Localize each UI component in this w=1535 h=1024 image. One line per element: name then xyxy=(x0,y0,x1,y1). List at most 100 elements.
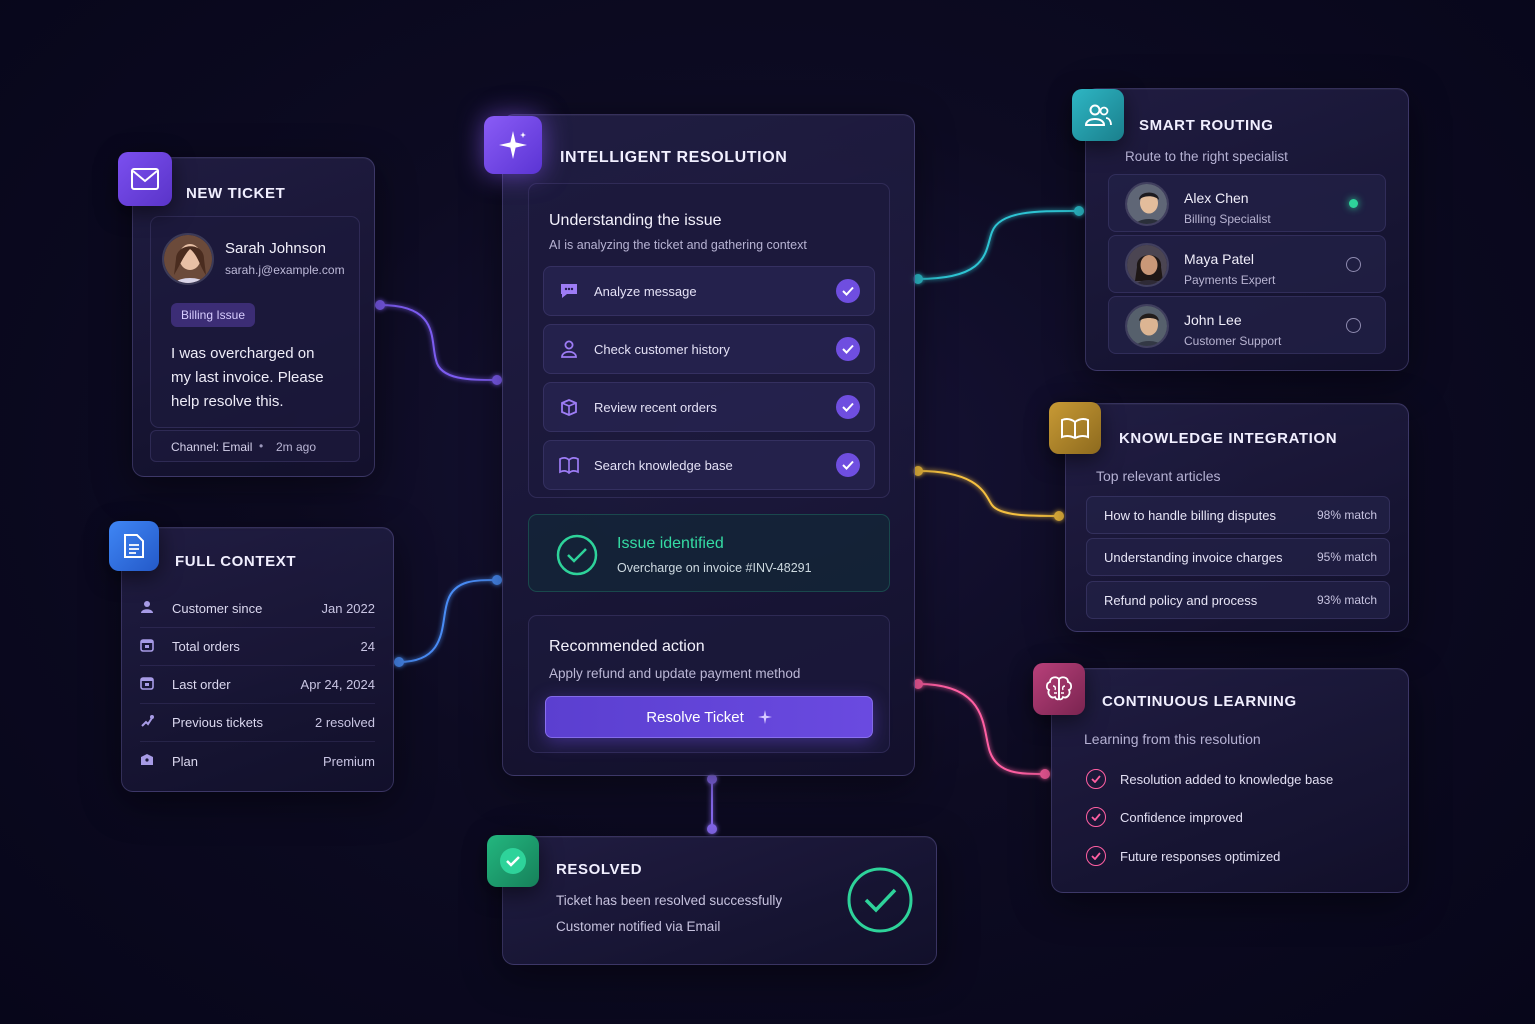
specialist-name: Alex Chen xyxy=(1184,190,1249,206)
resolve-ticket-button[interactable]: Resolve Ticket xyxy=(545,696,873,738)
article-title: Refund policy and process xyxy=(1104,592,1258,608)
specialist-name: Maya Patel xyxy=(1184,251,1255,267)
article-item[interactable]: Refund policy and process 93% match xyxy=(1086,581,1390,619)
check-circle-icon xyxy=(1086,769,1106,789)
wire-node xyxy=(492,575,502,585)
brain-icon xyxy=(1033,663,1085,715)
context-label: Total orders xyxy=(172,639,240,654)
wire-node xyxy=(1054,511,1064,521)
article-item[interactable]: Understanding invoice charges 95% match xyxy=(1086,538,1390,576)
new-ticket-card: NEW TICKET Sarah Johnson sarah.j@example… xyxy=(132,157,375,477)
knowledge-subtitle: Top relevant articles xyxy=(1096,468,1221,484)
article-title: Understanding invoice charges xyxy=(1104,549,1283,565)
box-icon xyxy=(558,396,580,418)
context-value: 2 resolved xyxy=(315,715,375,730)
specialist-role: Payments Expert xyxy=(1184,273,1276,287)
specialist-alex-chen[interactable]: Alex Chen Billing Specialist xyxy=(1108,174,1386,232)
context-row: Plan Premium xyxy=(140,742,375,780)
smart-routing-card: SMART ROUTING Route to the right special… xyxy=(1085,88,1409,371)
billing-issue-tag[interactable]: Billing Issue xyxy=(171,303,256,327)
user-icon xyxy=(558,338,580,360)
learning-item-label: Confidence improved xyxy=(1120,809,1243,825)
resolved-line: Ticket has been resolved successfully xyxy=(556,893,783,908)
step-label: Search knowledge base xyxy=(594,457,733,473)
ticket-time: 2m ago xyxy=(276,440,317,454)
customer-name: Sarah Johnson xyxy=(225,240,326,257)
resolved-check-icon xyxy=(847,867,913,933)
wire-node xyxy=(913,679,923,689)
context-value: Jan 2022 xyxy=(321,601,376,616)
step-label: Analyze message xyxy=(594,283,697,299)
learning-subtitle: Learning from this resolution xyxy=(1084,731,1261,747)
learning-title: CONTINUOUS LEARNING xyxy=(1102,693,1297,710)
specialist-role: Billing Specialist xyxy=(1184,212,1271,226)
context-row: Previous tickets 2 resolved xyxy=(140,704,375,742)
resolved-title: RESOLVED xyxy=(556,861,643,878)
chat-icon xyxy=(558,280,580,302)
radio-button[interactable] xyxy=(1346,318,1361,333)
sparkle-icon xyxy=(757,710,772,724)
intelligent-resolution-card: INTELLIGENT RESOLUTION Understanding the… xyxy=(502,114,915,776)
resolution-title: INTELLIGENT RESOLUTION xyxy=(560,149,788,166)
context-row: Customer since Jan 2022 xyxy=(140,590,375,628)
learning-item: Resolution added to knowledge base xyxy=(1086,769,1333,789)
open-book-icon xyxy=(1049,402,1101,454)
specialist-maya-patel[interactable]: Maya Patel Payments Expert xyxy=(1108,235,1386,293)
step-check-history: Check customer history xyxy=(543,324,875,374)
selected-indicator[interactable] xyxy=(1346,196,1361,211)
context-label: Previous tickets xyxy=(172,715,264,730)
routing-subtitle: Route to the right specialist xyxy=(1125,149,1288,164)
full-context-title: FULL CONTEXT xyxy=(175,553,297,570)
context-value: Premium xyxy=(322,753,375,769)
context-row: Total orders 24 xyxy=(140,628,375,666)
ticket-message-line: my last invoice. Please xyxy=(171,369,324,386)
learning-item-label: Resolution added to knowledge base xyxy=(1120,771,1334,787)
specialist-role: Customer Support xyxy=(1184,334,1282,348)
meta-separator: • xyxy=(259,439,264,453)
article-match: 98% match xyxy=(1316,508,1377,522)
new-ticket-title: NEW TICKET xyxy=(186,185,286,202)
learning-item: Future responses optimized xyxy=(1086,846,1280,866)
circle-check-icon xyxy=(556,534,598,576)
check-circle-icon xyxy=(1086,846,1106,866)
context-label: Customer since xyxy=(172,601,263,616)
specialist-john-lee[interactable]: John Lee Customer Support xyxy=(1108,296,1386,354)
step-search-kb: Search knowledge base xyxy=(543,440,875,490)
context-label: Plan xyxy=(172,753,199,769)
wire-resolution-to-routing xyxy=(917,209,1080,280)
resolve-ticket-label: Resolve Ticket xyxy=(646,708,744,726)
wire-node xyxy=(375,300,385,310)
issue-identified-subtitle: Overcharge on invoice #INV-48291 xyxy=(617,561,812,575)
issue-identified-panel: Issue identified Overcharge on invoice #… xyxy=(528,514,890,592)
check-icon xyxy=(487,835,539,887)
article-match: 95% match xyxy=(1316,550,1377,564)
ticket-message-line: help resolve this. xyxy=(171,393,284,410)
plan-icon xyxy=(140,753,162,770)
wire-resolution-to-knowledge xyxy=(917,470,1060,517)
calendar-icon xyxy=(140,638,162,655)
avatar xyxy=(162,233,214,285)
ticket-message-line: I was overcharged on xyxy=(171,345,315,362)
avatar-sarah-image xyxy=(164,235,212,283)
step-label: Review recent orders xyxy=(594,399,717,415)
understanding-subtitle: AI is analyzing the ticket and gathering… xyxy=(549,238,807,252)
avatar xyxy=(1125,304,1169,348)
step-review-orders: Review recent orders xyxy=(543,382,875,432)
routing-title: SMART ROUTING xyxy=(1139,117,1274,134)
sparkle-icon xyxy=(484,116,542,174)
ticket-message-panel: Sarah Johnson sarah.j@example.com Billin… xyxy=(150,216,360,428)
check-icon xyxy=(836,279,860,303)
context-row: Last order Apr 24, 2024 xyxy=(140,666,375,704)
context-value: Apr 24, 2024 xyxy=(300,677,375,692)
article-item[interactable]: How to handle billing disputes 98% match xyxy=(1086,496,1390,534)
mail-icon xyxy=(118,152,172,206)
continuous-learning-card: CONTINUOUS LEARNING Learning from this r… xyxy=(1051,668,1409,893)
wire-node xyxy=(394,657,404,667)
learning-item: Confidence improved xyxy=(1086,807,1243,827)
radio-button[interactable] xyxy=(1346,257,1361,272)
user-icon xyxy=(140,600,162,617)
step-label: Check customer history xyxy=(594,341,730,357)
channel-label: Channel: Email xyxy=(171,440,253,454)
ticket-meta-bar: Channel: Email • 2m ago xyxy=(150,430,360,462)
